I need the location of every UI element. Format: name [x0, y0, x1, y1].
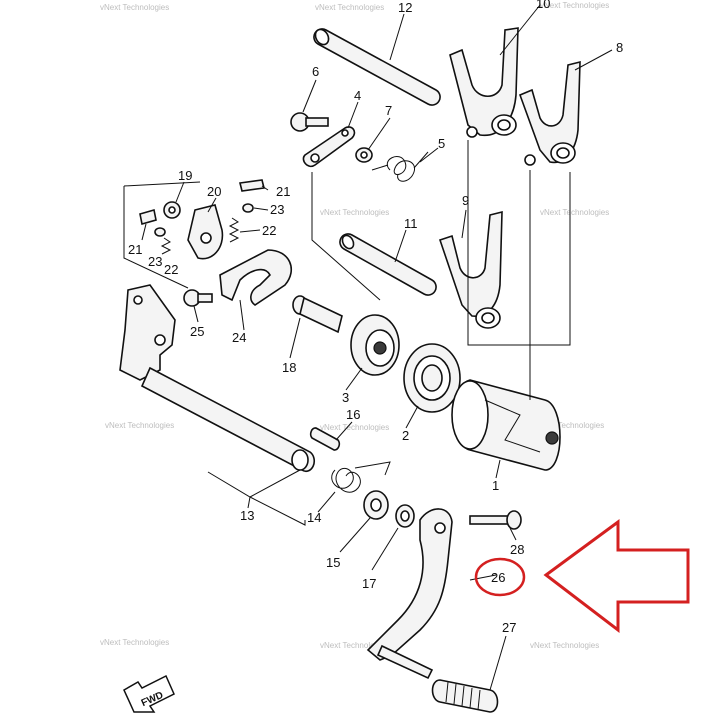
label-27: 27: [502, 620, 516, 635]
label-18: 18: [282, 360, 296, 375]
label-6: 6: [312, 64, 319, 79]
label-11: 11: [404, 216, 418, 231]
part-10-shift-fork[interactable]: [449, 27, 519, 138]
label-8: 8: [616, 40, 623, 55]
part-22-spring-left[interactable]: [160, 237, 172, 255]
label-13: 13: [240, 508, 254, 523]
part-21-dowel-left[interactable]: [139, 208, 157, 226]
pointer-arrow: [543, 519, 690, 634]
part-24-plate[interactable]: [219, 249, 292, 306]
label-22-b: 22: [164, 262, 178, 277]
watermark: vNext Technologies: [535, 421, 604, 430]
label-21-b: 21: [128, 242, 142, 257]
label-3: 3: [342, 390, 349, 405]
watermark: vNext Technologies: [320, 641, 389, 650]
label-28: 28: [510, 542, 524, 557]
label-23-b: 23: [148, 254, 162, 269]
part-9-shift-fork[interactable]: [438, 210, 503, 329]
part-number-labels: 12 10 8 6 4 7 5 19 20 21 23 22 21 23 22 …: [128, 0, 623, 635]
label-24: 24: [232, 330, 246, 345]
part-16-pin[interactable]: [309, 427, 341, 451]
part-1-shift-drum[interactable]: [451, 379, 561, 471]
label-5: 5: [438, 136, 445, 151]
label-23-a: 23: [270, 202, 284, 217]
part-4-lever[interactable]: [302, 126, 356, 168]
part-12-shaft[interactable]: [313, 27, 441, 106]
watermarks: vNext Technologies vNext Technologies vN…: [100, 1, 609, 650]
fwd-arrow: FWD: [123, 674, 175, 713]
assembly-outline: [123, 181, 201, 289]
part-19-washer[interactable]: [163, 201, 181, 219]
label-19: 19: [178, 168, 192, 183]
label-7: 7: [385, 103, 392, 118]
part-17-collar[interactable]: [395, 504, 415, 528]
part-3-segment[interactable]: [350, 314, 400, 376]
label-9: 9: [462, 193, 469, 208]
part-7-washer[interactable]: [355, 147, 373, 163]
label-2: 2: [402, 428, 409, 443]
part-27-footrest[interactable]: [376, 644, 499, 713]
label-17: 17: [362, 576, 376, 591]
part-21-dowel[interactable]: [239, 179, 265, 192]
watermark: vNext Technologies: [540, 208, 609, 217]
watermark: vNext Technologies: [530, 641, 599, 650]
part-15-washer[interactable]: [363, 490, 389, 520]
part-25-bolt[interactable]: [183, 289, 213, 307]
label-16: 16: [346, 407, 360, 422]
watermark: vNext Technologies: [100, 3, 169, 12]
part-13-shift-shaft[interactable]: [119, 284, 315, 473]
part-18-bolt[interactable]: [292, 295, 343, 334]
label-20: 20: [207, 184, 221, 199]
part-13-bracket: [207, 469, 301, 498]
part-11-shaft[interactable]: [339, 233, 437, 296]
part-6-bolt[interactable]: [290, 112, 329, 132]
part-22-spring[interactable]: [228, 217, 240, 243]
part-23-pin[interactable]: [242, 203, 254, 213]
label-10: 10: [536, 0, 550, 11]
part-14-spring[interactable]: [331, 461, 391, 493]
guide-line: [467, 140, 571, 346]
guide-line: [311, 172, 381, 301]
label-25: 25: [190, 324, 204, 339]
part-23-pin-left[interactable]: [154, 227, 166, 237]
highlight-circle: [474, 557, 526, 597]
label-21-a: 21: [276, 184, 290, 199]
part-8-shift-fork[interactable]: [518, 60, 581, 166]
watermark: vNext Technologies: [320, 208, 389, 217]
part-2-bearing[interactable]: [403, 343, 461, 413]
part-13-bracket: [249, 496, 306, 526]
part-20-stopper[interactable]: [187, 204, 224, 260]
label-4: 4: [354, 88, 361, 103]
label-26: 26: [491, 570, 505, 585]
part-5-spring[interactable]: [371, 151, 429, 182]
label-12: 12: [398, 0, 412, 15]
part-26-shift-pedal[interactable]: [366, 508, 453, 661]
part-28-bolt[interactable]: [469, 510, 522, 530]
watermark: vNext Technologies: [105, 421, 174, 430]
watermark: vNext Technologies: [100, 638, 169, 647]
label-15: 15: [326, 555, 340, 570]
watermark: vNext Technologies: [315, 3, 384, 12]
watermark: vNext Technologies: [320, 423, 389, 432]
label-22-a: 22: [262, 223, 276, 238]
label-1: 1: [492, 478, 499, 493]
label-14: 14: [307, 510, 321, 525]
watermark: vNext Technologies: [540, 1, 609, 10]
